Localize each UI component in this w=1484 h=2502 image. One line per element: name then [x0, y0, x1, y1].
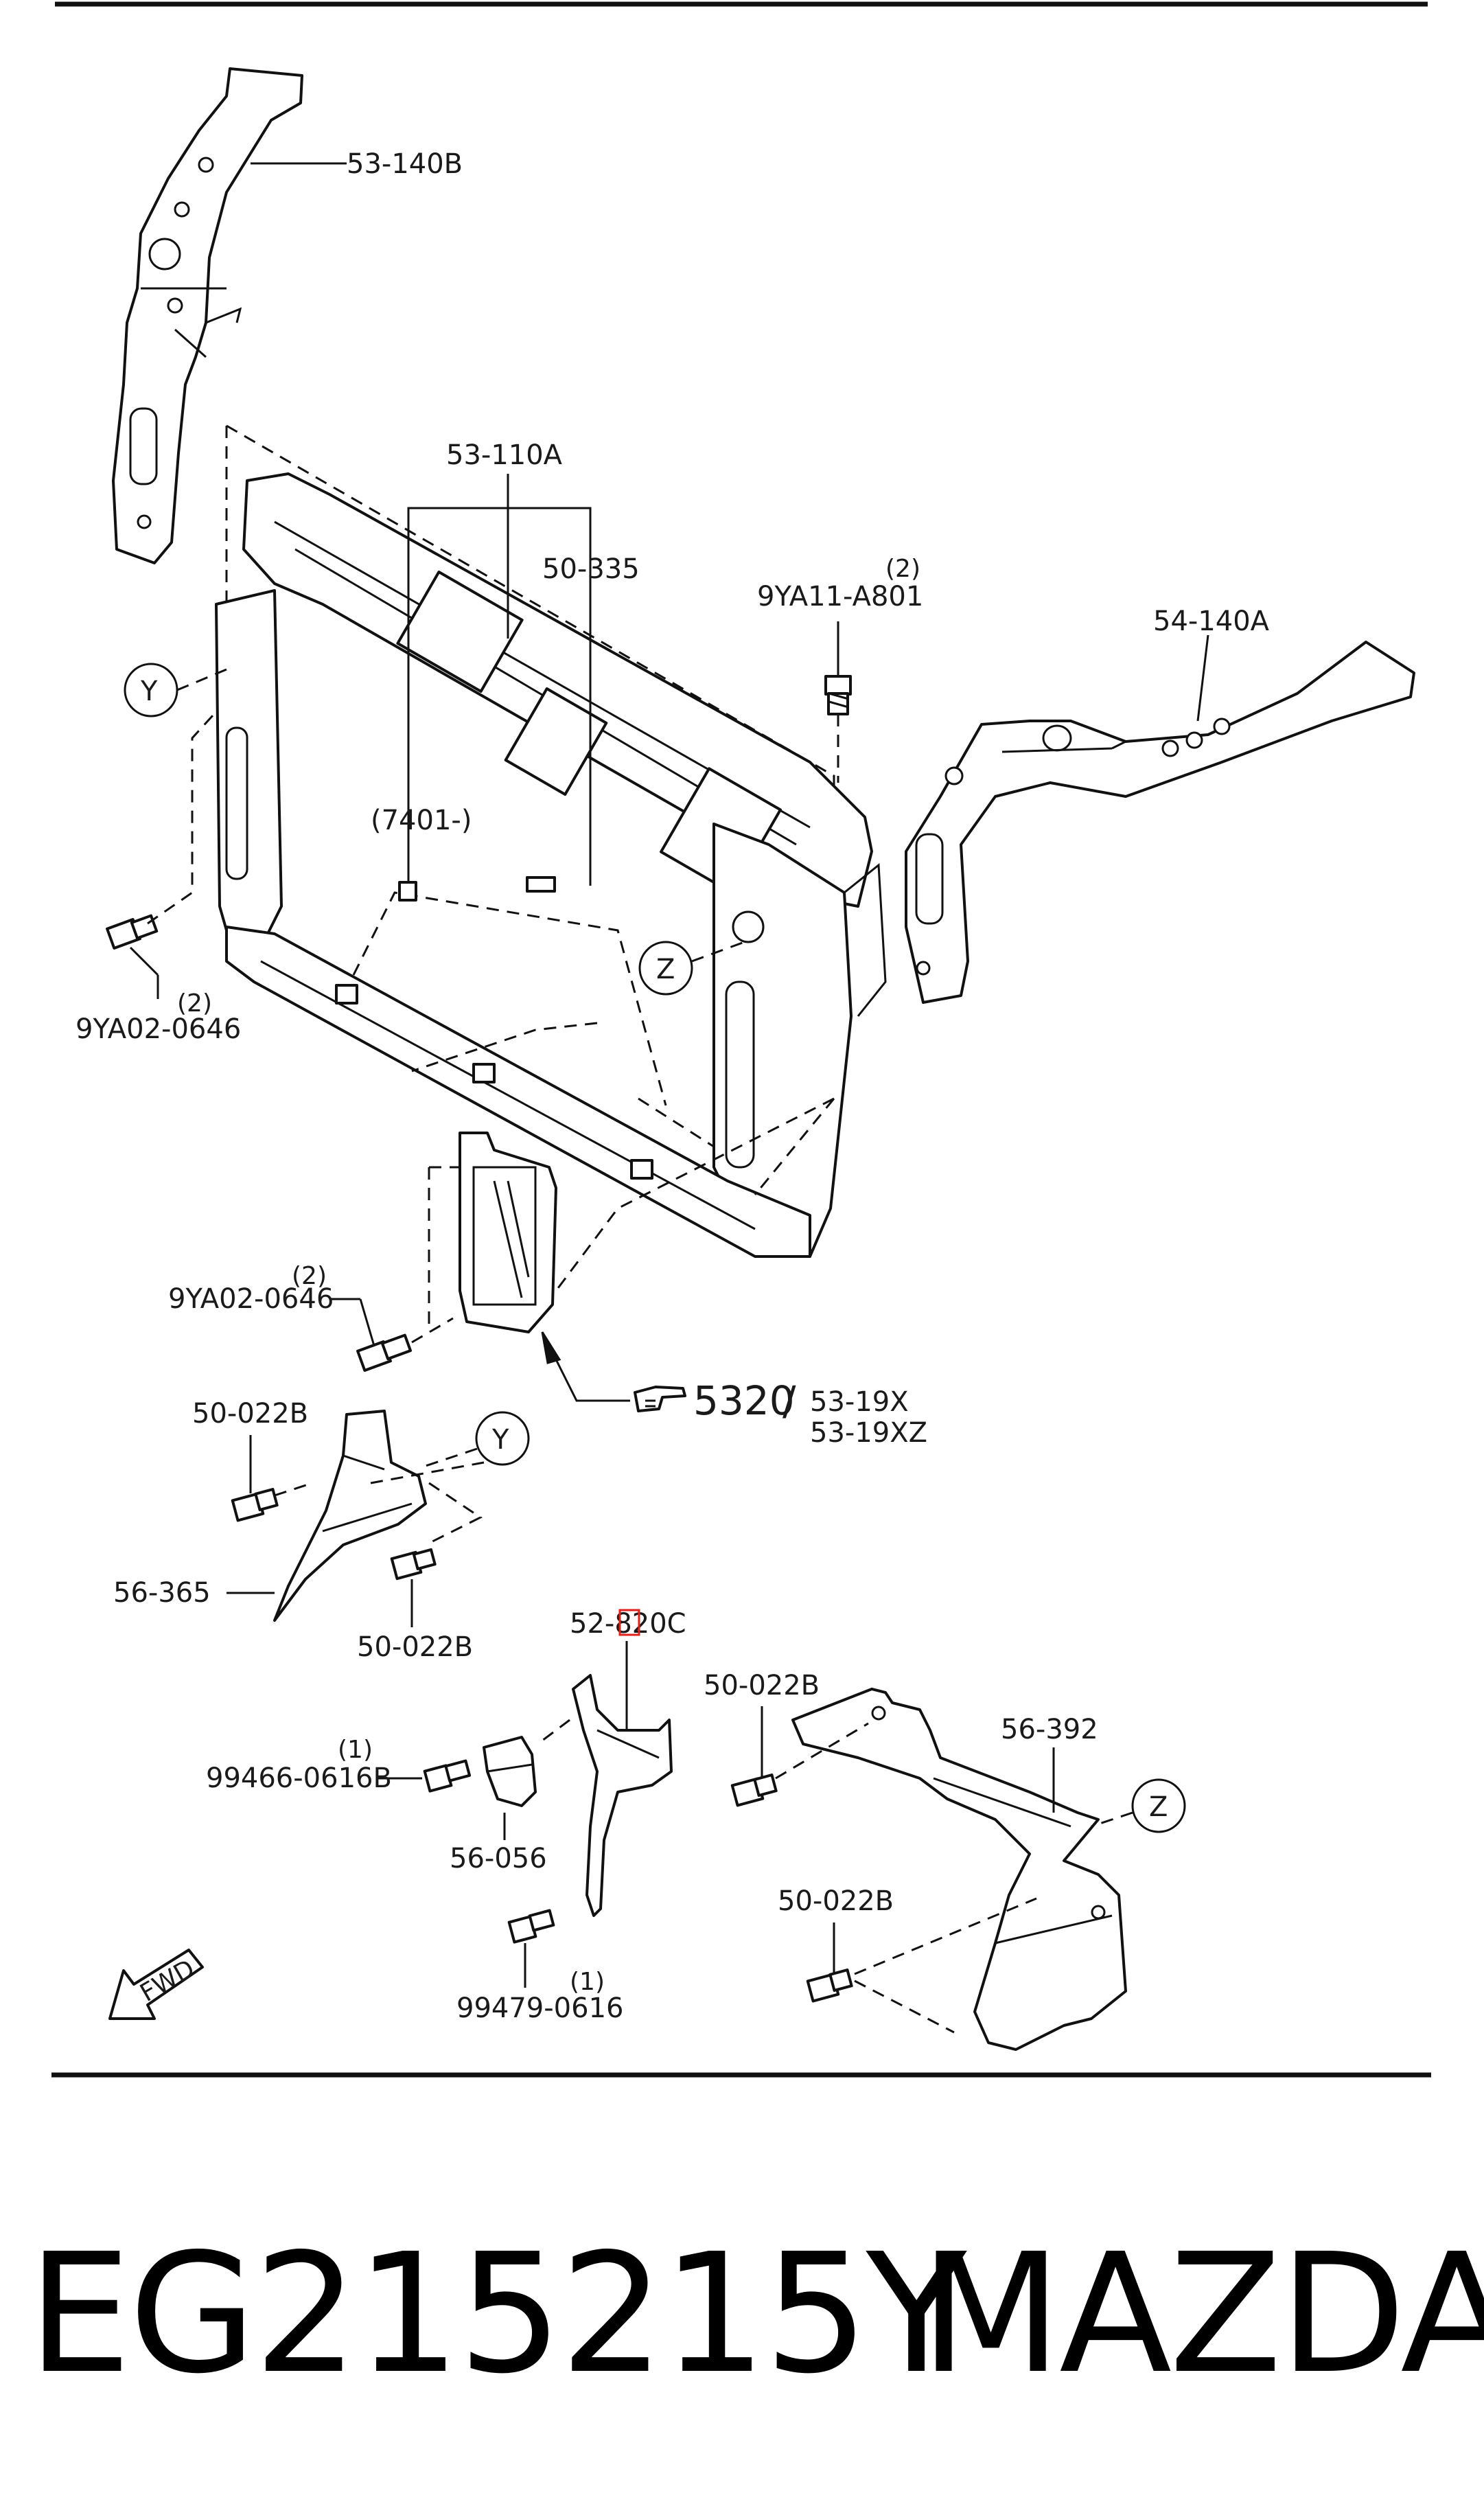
bracket-56-056	[483, 1736, 537, 1807]
label-56-392: 56-392	[1001, 1714, 1098, 1745]
bolt-99466	[423, 1759, 472, 1793]
callout-y-deflector	[475, 1411, 530, 1466]
label-50-022b-c: 50-022B	[704, 1670, 820, 1701]
part-number-footer: EG215215Y MAZDA	[0, 2170, 1484, 2458]
label-9ya11: 9YA11-A801	[757, 581, 923, 612]
label-9ya11-qty: (2)	[885, 555, 920, 583]
label-53-140b: 53-140B	[347, 148, 463, 180]
fwd-arrow-icon: FWD	[108, 1949, 204, 2020]
side-air-duct	[459, 1132, 557, 1333]
callout-y-deflector-letter: Y	[491, 1424, 509, 1456]
callout-z-deflector-letter: Z	[1149, 1791, 1168, 1823]
highlight-box	[618, 1609, 640, 1636]
label-54-140a: 54-140A	[1153, 606, 1270, 637]
label-56-365: 56-365	[113, 1577, 211, 1609]
bracket-54-140a	[905, 641, 1415, 1004]
label-9ya02-qty-left: (2)	[177, 989, 212, 1018]
callout-z-frame-letter: Z	[656, 954, 675, 985]
label-50-022b-a: 50-022B	[192, 1398, 308, 1430]
bracket-53-140b	[112, 67, 303, 564]
label-50-022b-d: 50-022B	[778, 1885, 894, 1917]
label-5320: 5320	[693, 1377, 795, 1424]
label-53-19xz: 53-19XZ	[810, 1417, 927, 1449]
label-50-335: 50-335	[542, 553, 640, 585]
bolt-9ya11	[824, 675, 852, 715]
pointing-hand-icon	[634, 1386, 686, 1412]
clip-50-022b-b	[390, 1548, 437, 1581]
label-99466-qty: (1)	[338, 1736, 373, 1764]
bolt-9ya02-left	[106, 914, 159, 950]
label-53-110a: 53-110A	[446, 439, 563, 471]
deflector-56-392	[791, 1688, 1127, 2051]
label-99479: 99479-0616	[456, 1993, 623, 2024]
callout-y-frame-letter: Y	[140, 676, 158, 707]
deflector-56-365	[273, 1410, 427, 1622]
label-50-022b-b: 50-022B	[357, 1631, 473, 1663]
label-99479-qty: (1)	[570, 1968, 605, 1996]
clip-50-022b-c	[730, 1774, 778, 1807]
label-53-19x: 53-19X	[810, 1386, 909, 1418]
bolt-99479	[507, 1909, 555, 1944]
callout-z-frame	[638, 941, 693, 996]
bracket-52-820c	[572, 1674, 673, 1917]
part-code: EG215215Y	[27, 2218, 966, 2410]
callout-z-deflector	[1131, 1778, 1186, 1833]
radiator-support-frame	[191, 424, 887, 1292]
label-ref-slash: /	[782, 1377, 796, 1424]
label-7401: (7401-)	[371, 805, 472, 836]
clip-50-022b-a	[231, 1488, 279, 1522]
clip-50-022b-d	[806, 1969, 853, 2003]
label-9ya02-middle: 9YA02-0646	[168, 1283, 334, 1315]
label-99466: 99466-0616B	[206, 1763, 392, 1794]
brand-name: MAZDA	[920, 2218, 1484, 2410]
bolt-9ya02-middle	[356, 1333, 413, 1372]
label-9ya02-left: 9YA02-0646	[76, 1013, 241, 1045]
label-9ya02-qty-middle: (2)	[292, 1262, 327, 1290]
label-56-056: 56-056	[450, 1843, 547, 1874]
